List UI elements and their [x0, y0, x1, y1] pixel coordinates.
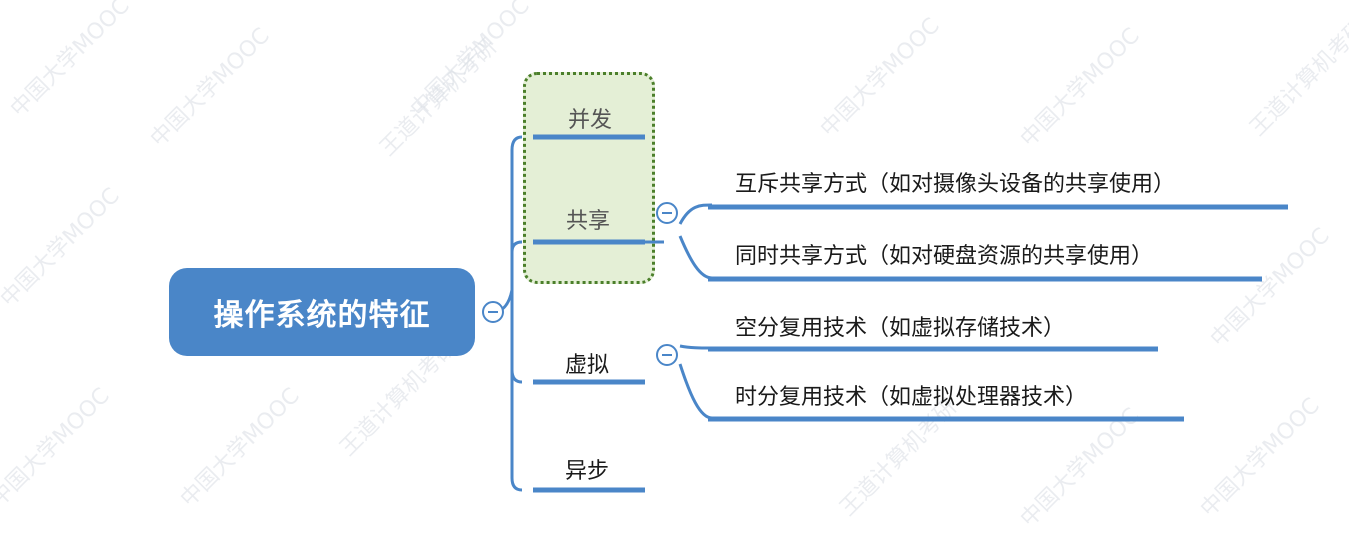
- highlight-box: [523, 72, 655, 284]
- root-label: 操作系统的特征: [213, 298, 431, 333]
- gongxiang-collapse-icon[interactable]: [656, 202, 678, 224]
- branch-spine-shared: [510, 240, 523, 253]
- virtual-fork: [678, 344, 713, 420]
- shared-child-1[interactable]: 互斥共享方式（如对摄像头设备的共享使用）: [735, 172, 1176, 197]
- root-collapse-icon[interactable]: [482, 301, 504, 323]
- virtual-child-1[interactable]: 空分复用技术（如虚拟存储技术）: [735, 316, 1066, 341]
- branch-yibu[interactable]: 异步: [565, 459, 610, 484]
- branch-spine: [510, 135, 523, 492]
- branch-bingfa[interactable]: 并发: [568, 108, 613, 133]
- xuni-collapse-icon[interactable]: [656, 344, 678, 366]
- branch-gongxiang[interactable]: 共享: [566, 209, 611, 234]
- branch-spine-virtual: [510, 369, 523, 384]
- branch-xuni[interactable]: 虚拟: [565, 353, 610, 378]
- root-node[interactable]: 操作系统的特征: [169, 268, 475, 356]
- virtual-child-2[interactable]: 时分复用技术（如虚拟处理器技术）: [735, 385, 1088, 410]
- shared-child-2[interactable]: 同时共享方式（如对硬盘资源的共享使用）: [735, 244, 1154, 269]
- shared-fork: [678, 203, 713, 280]
